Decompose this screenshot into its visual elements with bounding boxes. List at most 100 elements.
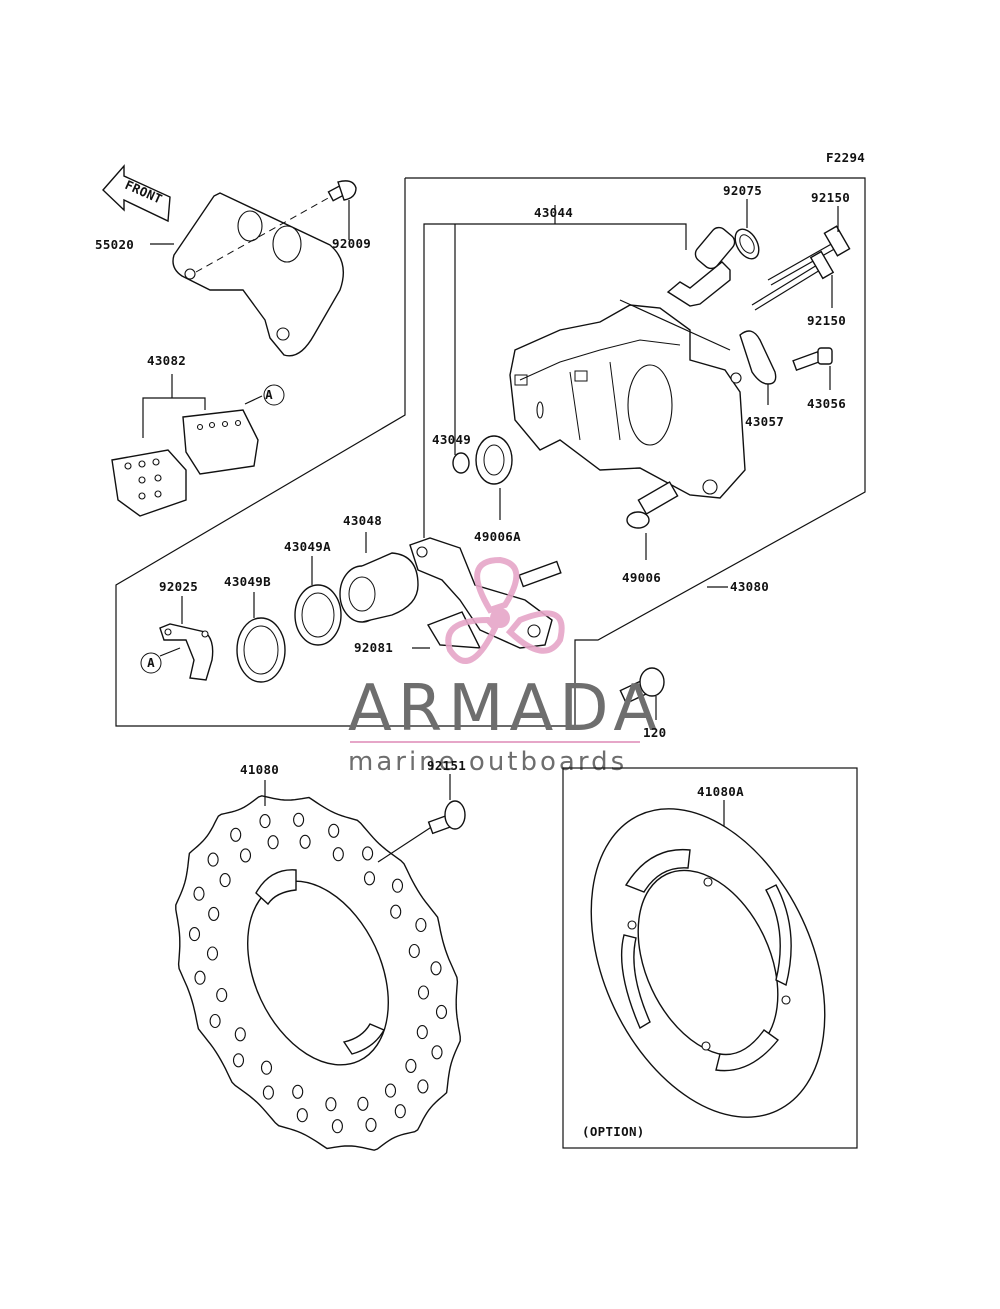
rotor-drill-hole [299, 834, 311, 849]
caliper-body [509, 304, 746, 499]
rotor-drill-hole [234, 1027, 246, 1042]
callout-55020: 55020 [95, 237, 134, 252]
rotor-drill-hole [391, 878, 404, 893]
rotor-drill-hole [363, 871, 376, 886]
rotor-drill-hole [259, 814, 271, 829]
callout-43080: 43080 [730, 579, 769, 594]
callout-92075: 92075 [723, 183, 762, 198]
rotor-drill-hole [416, 1025, 428, 1040]
rotor-drill-hole [296, 1108, 308, 1123]
rotor-drill-hole [417, 985, 430, 1000]
rotor-drill-hole [431, 1045, 443, 1060]
callout-92151: 92151 [427, 758, 466, 773]
rotor-drill-hole [357, 1096, 369, 1111]
bolt-92151 [427, 800, 466, 835]
ref-a-circle-2 [140, 652, 162, 674]
piston-43048 [339, 552, 419, 623]
watermark-tagline: marine outboards [348, 747, 627, 777]
rotor-drill-hole [325, 1097, 337, 1112]
brake-pad-rear [182, 409, 259, 475]
rotor-drill-hole [292, 1084, 304, 1099]
rotor-drill-hole [230, 827, 242, 842]
brake-disc-41080a [590, 808, 826, 1118]
slide-pin-boot [666, 226, 760, 307]
rotor-drill-hole [206, 946, 219, 961]
rotor-drill-hole [239, 848, 252, 863]
callout-49006: 49006 [622, 570, 661, 585]
rotor-drill-hole [267, 835, 279, 850]
rotor-drill-hole [207, 852, 219, 867]
bolt-92009 [327, 180, 357, 202]
callout-43049a: 43049A [284, 539, 331, 554]
rotor-drill-hole [430, 961, 442, 976]
callout-43049b: 43049B [224, 574, 271, 589]
callout-92009: 92009 [332, 236, 371, 251]
seal-43049a [294, 584, 342, 646]
rotor-drill-hole [194, 970, 206, 985]
pad-spring-43057 [739, 330, 777, 385]
callouts: A A 92009 55020 43044 92075 92150 92150 … [95, 183, 850, 799]
caliper-holder-bracket [172, 192, 344, 357]
washer-43049 [452, 452, 470, 474]
ref-a-circle-1 [263, 384, 285, 406]
rotor-drill-hole [394, 1104, 406, 1119]
watermark-propeller-logo [445, 556, 565, 664]
caliper-assembly-outline [115, 177, 866, 727]
bleed-valve-43056 [792, 347, 833, 372]
seal-43049b [236, 617, 286, 683]
callout-49006a: 49006A [474, 529, 521, 544]
callout-92025: 92025 [159, 579, 198, 594]
rotor-drill-hole [293, 812, 305, 827]
callout-41080: 41080 [240, 762, 279, 777]
watermark-brand: ARMADA [348, 672, 663, 746]
callout-41080a: 41080A [697, 784, 744, 799]
rotor-drill-hole [365, 1117, 377, 1132]
bolt-49006 [626, 481, 679, 529]
front-arrow-icon: FRONT [102, 164, 171, 223]
option-note: (OPTION) [582, 1124, 645, 1139]
callout-92150-lower: 92150 [807, 313, 846, 328]
slide-pin-upper [767, 225, 851, 286]
rotor-drill-hole [331, 1119, 343, 1134]
bolt-120 [619, 667, 665, 705]
rotor-drill-hole [262, 1085, 274, 1100]
rotor-drill-hole [384, 1083, 397, 1098]
figure-code: F2294 [826, 150, 865, 165]
rotor-drill-hole [209, 1013, 221, 1029]
rotor-drill-hole [415, 917, 427, 933]
rotor-drill-hole [208, 906, 220, 921]
rotor-drill-hole [216, 987, 228, 1003]
brake-pad-front [111, 449, 187, 517]
rotor-drill-hole [332, 847, 344, 862]
callout-43082: 43082 [147, 353, 186, 368]
callout-120: 120 [643, 725, 666, 740]
callout-43044: 43044 [534, 205, 573, 220]
rotor-drill-hole [435, 1004, 448, 1019]
rotor-drill-hole [232, 1053, 245, 1068]
ref-a-label-1: A [265, 387, 273, 402]
rotor-drill-hole [362, 846, 374, 861]
rotor-drill-hole [219, 873, 231, 888]
brake-disc-41080 [175, 795, 461, 1151]
rotor-drill-hole [405, 1058, 417, 1073]
rotor-drill-hole [390, 904, 402, 919]
callout-43049: 43049 [432, 432, 471, 447]
pad-clip-92025 [159, 623, 214, 681]
seal-49006a [475, 435, 513, 485]
option-box [562, 767, 858, 1149]
rotor-drill-hole [188, 927, 201, 942]
ref-a-label-2: A [147, 655, 155, 670]
callout-92150-upper: 92150 [811, 190, 850, 205]
callout-43056: 43056 [807, 396, 846, 411]
slide-pin-lower [751, 250, 835, 311]
rotor-drill-hole [408, 943, 420, 959]
callout-92081: 92081 [354, 640, 393, 655]
rotor-drill-hole [193, 886, 205, 901]
rotor-drill-hole [417, 1079, 429, 1094]
rotor-drill-hole [260, 1060, 273, 1075]
callout-43057: 43057 [745, 414, 784, 429]
rotor-drill-hole [328, 823, 340, 838]
callout-43048: 43048 [343, 513, 382, 528]
